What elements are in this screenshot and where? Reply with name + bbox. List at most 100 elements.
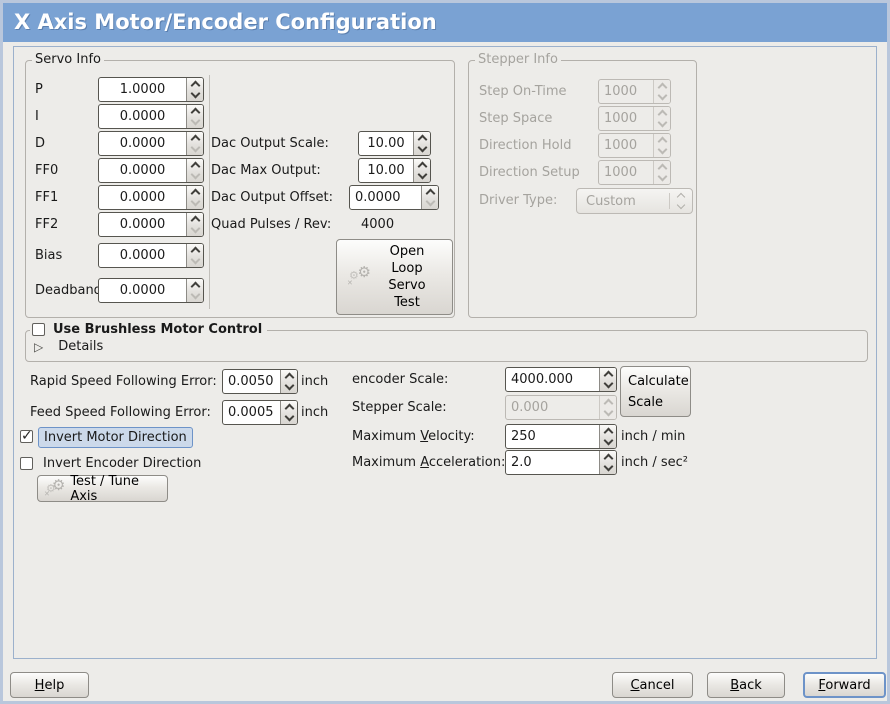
spin-down-arrow[interactable] bbox=[600, 378, 616, 392]
dac-max-output-spinbox[interactable]: 10.00 bbox=[358, 158, 431, 183]
step-on-time-value: 1000 bbox=[604, 84, 638, 99]
spin-down-arrow[interactable] bbox=[281, 380, 297, 394]
spin-down-arrow[interactable] bbox=[187, 196, 203, 210]
step-space-label: Step Space bbox=[479, 111, 553, 126]
encoder-scale-label: encoder Scale: bbox=[352, 372, 449, 387]
spin-down-arrow[interactable] bbox=[600, 435, 616, 449]
step-space-value: 1000 bbox=[604, 111, 638, 126]
bias-value[interactable]: 0.0000 bbox=[119, 248, 166, 263]
feed-following-error-value[interactable]: 0.0005 bbox=[228, 405, 274, 420]
cancel-button[interactable]: Cancel bbox=[612, 672, 693, 698]
spin-down-arrow[interactable] bbox=[422, 196, 438, 210]
d-label: D bbox=[35, 136, 46, 151]
ff0-spinbox[interactable]: 0.0000 bbox=[98, 158, 204, 183]
spin-down-arrow[interactable] bbox=[187, 289, 203, 303]
ff2-spinbox[interactable]: 0.0000 bbox=[98, 212, 204, 237]
open-loop-servo-test-button[interactable]: ⚙⚙✕ Open Loop Servo Test bbox=[336, 239, 453, 315]
invert-motor-checkbox[interactable] bbox=[20, 428, 33, 444]
bias-label: Bias bbox=[35, 248, 63, 263]
driver-type-label: Driver Type: bbox=[479, 193, 558, 208]
p-spinbox[interactable]: 1.0000 bbox=[98, 77, 204, 102]
details-label[interactable]: Details bbox=[58, 339, 104, 354]
spin-down-arrow[interactable] bbox=[414, 142, 430, 156]
maximum-velocity-label: Maximum Velocity: bbox=[352, 429, 475, 444]
ff2-value[interactable]: 0.0000 bbox=[119, 217, 166, 232]
spin-down-arrow[interactable] bbox=[414, 169, 430, 183]
feed-following-error-spinbox[interactable]: 0.0005 bbox=[222, 400, 298, 425]
step-on-time-label: Step On-Time bbox=[479, 84, 567, 99]
spin-down-arrow[interactable] bbox=[187, 254, 203, 268]
servo-info-frame-title: Servo Info bbox=[32, 52, 104, 67]
maximum-velocity-spinbox[interactable]: 250 bbox=[505, 424, 617, 449]
servo-info-frame: Servo Info P I D FF0 FF1 FF2 Bias Deadba… bbox=[25, 52, 455, 318]
ff1-value[interactable]: 0.0000 bbox=[119, 190, 166, 205]
spin-down-arrow[interactable] bbox=[281, 411, 297, 425]
forward-button[interactable]: Forward bbox=[803, 672, 886, 698]
test-tune-axis-button[interactable]: ⚙⚙✕ Test / Tune Axis bbox=[37, 473, 168, 504]
stepper-info-frame: Stepper Info Step On-Time Step Space Dir… bbox=[468, 52, 697, 318]
servo-column-separator bbox=[209, 75, 210, 309]
back-button[interactable]: Back bbox=[707, 672, 785, 698]
dac-output-scale-value[interactable]: 10.00 bbox=[367, 136, 405, 151]
maximum-acceleration-spinbox[interactable]: 2.0 bbox=[505, 450, 617, 475]
deadband-value[interactable]: 0.0000 bbox=[119, 283, 166, 298]
step-space-spinbox: 1000 bbox=[598, 106, 671, 131]
ff2-label: FF2 bbox=[35, 217, 59, 232]
help-button[interactable]: Help bbox=[10, 672, 89, 698]
maximum-velocity-value[interactable]: 250 bbox=[511, 429, 536, 444]
dac-max-output-value[interactable]: 10.00 bbox=[367, 163, 405, 178]
spin-down-arrow[interactable] bbox=[187, 169, 203, 183]
ff0-label: FF0 bbox=[35, 163, 59, 178]
spin-down-arrow[interactable] bbox=[600, 461, 616, 475]
gears-icon: ⚙⚙✕ bbox=[44, 475, 66, 498]
deadband-label: Deadband bbox=[35, 283, 102, 298]
i-spinbox[interactable]: 0.0000 bbox=[98, 104, 204, 129]
spin-down-arrow[interactable] bbox=[187, 223, 203, 237]
ff1-spinbox[interactable]: 0.0000 bbox=[98, 185, 204, 210]
invert-encoder-checkbox[interactable] bbox=[20, 457, 33, 470]
rapid-following-error-value[interactable]: 0.0050 bbox=[228, 374, 274, 389]
p-value[interactable]: 1.0000 bbox=[119, 82, 166, 97]
d-spinbox[interactable]: 0.0000 bbox=[98, 131, 204, 156]
dac-output-scale-spinbox[interactable]: 10.00 bbox=[358, 131, 431, 156]
combo-arrows-icon bbox=[670, 189, 692, 213]
use-brushless-checkbox[interactable] bbox=[32, 323, 45, 336]
deadband-spinbox[interactable]: 0.0000 bbox=[98, 278, 204, 303]
direction-setup-value: 1000 bbox=[604, 165, 638, 180]
dac-output-offset-label: Dac Output Offset: bbox=[211, 190, 333, 205]
dac-output-offset-value[interactable]: 0.0000 bbox=[355, 190, 401, 205]
maximum-acceleration-value[interactable]: 2.0 bbox=[511, 455, 532, 470]
i-label: I bbox=[35, 109, 39, 124]
quad-pulses-value: 4000 bbox=[361, 217, 395, 232]
page-title: X Axis Motor/Encoder Configuration bbox=[3, 3, 887, 42]
spin-down-arrow bbox=[654, 144, 670, 158]
stepper-scale-label: Stepper Scale: bbox=[352, 400, 447, 415]
spin-down-arrow bbox=[654, 171, 670, 185]
spin-down-arrow[interactable] bbox=[187, 115, 203, 129]
dac-max-output-label: Dac Max Output: bbox=[211, 163, 321, 178]
calculate-scale-button[interactable]: Calculate Scale bbox=[620, 366, 691, 417]
ff0-value[interactable]: 0.0000 bbox=[119, 163, 166, 178]
spin-down-arrow[interactable] bbox=[187, 142, 203, 156]
rapid-following-error-spinbox[interactable]: 0.0050 bbox=[222, 369, 298, 394]
stepper-info-frame-title: Stepper Info bbox=[475, 52, 561, 67]
bias-spinbox[interactable]: 0.0000 bbox=[98, 243, 204, 268]
encoder-scale-value[interactable]: 4000.000 bbox=[511, 372, 574, 387]
use-brushless-label[interactable]: Use Brushless Motor Control bbox=[53, 322, 263, 337]
details-expander[interactable]: ▷ Details bbox=[34, 339, 103, 354]
calculate-scale-label: Calculate Scale bbox=[628, 373, 689, 410]
feed-following-error-unit: inch bbox=[301, 405, 329, 420]
dac-output-offset-spinbox[interactable]: 0.0000 bbox=[349, 185, 439, 210]
test-tune-axis-label: Test / Tune Axis bbox=[70, 473, 140, 504]
i-value[interactable]: 0.0000 bbox=[119, 109, 166, 124]
d-value[interactable]: 0.0000 bbox=[119, 136, 166, 151]
direction-hold-spinbox: 1000 bbox=[598, 133, 671, 158]
invert-encoder-label[interactable]: Invert Encoder Direction bbox=[43, 456, 202, 471]
encoder-scale-spinbox[interactable]: 4000.000 bbox=[505, 367, 617, 392]
expander-triangle-icon[interactable]: ▷ bbox=[34, 339, 44, 354]
invert-motor-label[interactable]: Invert Motor Direction bbox=[38, 427, 193, 448]
stepper-scale-value: 0.000 bbox=[511, 400, 549, 415]
quad-pulses-label: Quad Pulses / Rev: bbox=[211, 217, 332, 232]
spin-down-arrow[interactable] bbox=[187, 88, 203, 102]
